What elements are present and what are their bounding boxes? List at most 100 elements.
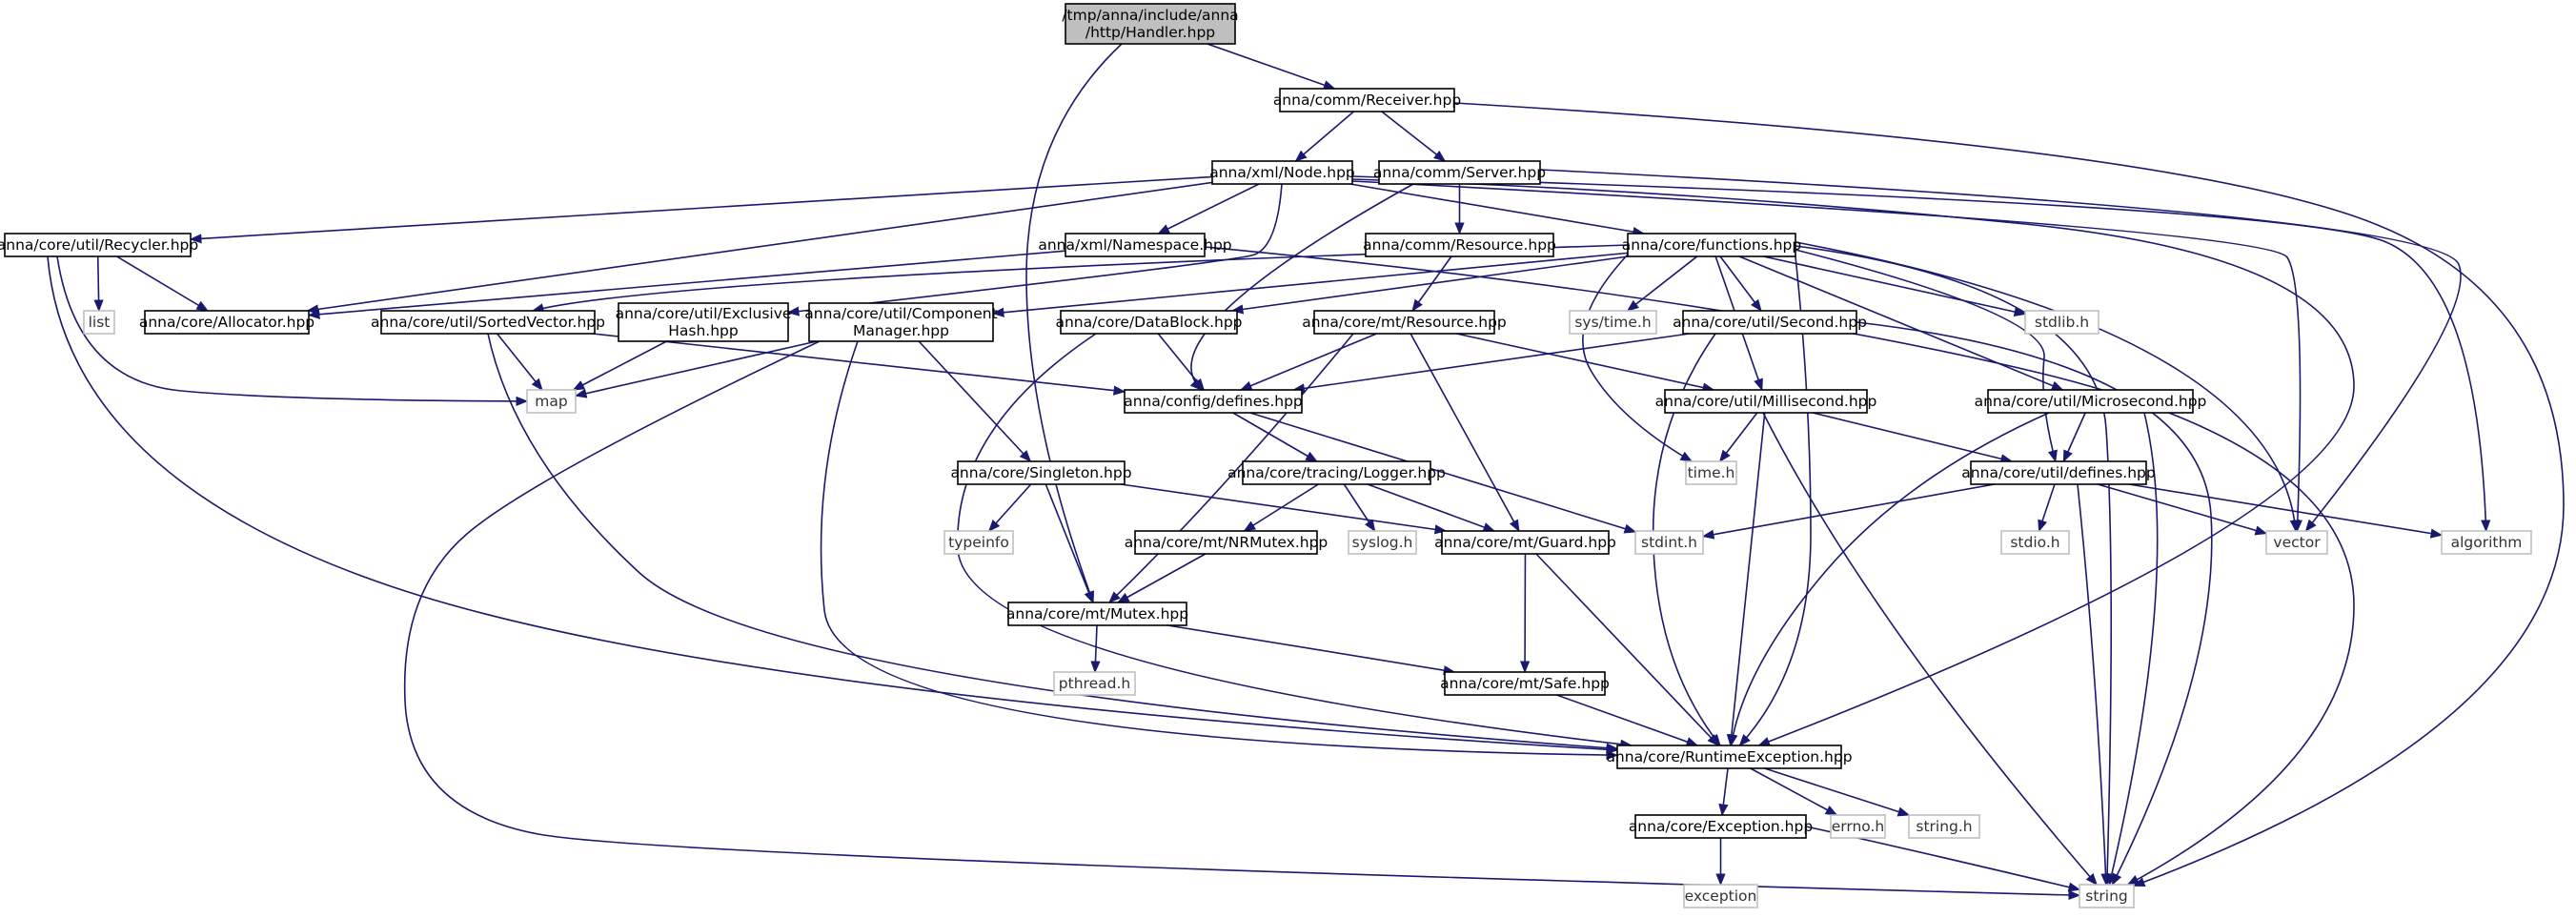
node-allocator[interactable]: anna/core/Allocator.hpp <box>139 310 314 335</box>
edge-utildefines-to-stdint <box>1701 483 1995 540</box>
node-label: anna/comm/Resource.hpp <box>1363 236 1556 254</box>
node-timeh: time.h <box>1685 460 1737 485</box>
node-list: list <box>83 310 115 335</box>
node-box <box>1060 310 1238 335</box>
node-runtimeexception[interactable]: anna/core/RuntimeException.hpp <box>1606 745 1853 769</box>
edge-mtresource-to-millisecond <box>1456 333 1715 393</box>
edge-second-to-string <box>1856 321 2213 887</box>
node-label: anna/core/DataBlock.hpp <box>1055 314 1242 331</box>
node-configdefines[interactable]: anna/config/defines.hpp <box>1124 389 1303 414</box>
node-box <box>1634 814 1807 839</box>
edge-exclusivehash-to-map <box>572 340 667 391</box>
edge-sortedvector-to-map <box>496 333 543 391</box>
node-label: map <box>535 393 567 410</box>
node-singleton[interactable]: anna/core/Singleton.hpp <box>950 460 1132 485</box>
node-label: anna/xml/Namespace.hpp <box>1038 236 1231 254</box>
edge-functions-to-systime <box>1626 255 1698 312</box>
node-datablock[interactable]: anna/core/DataBlock.hpp <box>1055 310 1243 335</box>
node-label: vector <box>2273 534 2321 551</box>
node-utildefines[interactable]: anna/core/util/defines.hpp <box>1961 460 2156 485</box>
node-label: anna/core/mt/NRMutex.hpp <box>1125 534 1329 551</box>
edge-runtimeexception-to-errno <box>1750 767 1838 816</box>
node-label: stdlib.h <box>2035 314 2089 331</box>
edge-functions-to-componentmanager <box>991 252 1629 317</box>
node-string: string <box>2079 884 2135 908</box>
node-syslog: syslog.h <box>1348 530 1417 555</box>
node-label: /tmp/anna/include/anna <box>1062 7 1238 24</box>
node-guard[interactable]: anna/core/mt/Guard.hpp <box>1434 530 1616 555</box>
edge-configdefines-to-stdint <box>1249 412 1637 534</box>
node-label: anna/comm/Receiver.hpp <box>1273 92 1461 109</box>
edge-utildefines-to-algorithm <box>2128 483 2444 539</box>
node-nrmutex[interactable]: anna/core/mt/NRMutex.hpp <box>1125 530 1329 555</box>
node-microsecond[interactable]: anna/core/util/Microsecond.hpp <box>1975 389 2207 414</box>
node-box <box>1682 310 1857 335</box>
edge-millisecond-to-utildefines <box>1812 412 2014 464</box>
node-box <box>380 310 596 335</box>
node-label: string <box>2085 887 2128 905</box>
edge-handler-to-receiver <box>1207 43 1336 91</box>
node-pthread: pthread.h <box>1053 671 1136 696</box>
edge-microsecond-to-runtimeexception <box>1728 412 2050 747</box>
node-label: sys/time.h <box>1574 314 1651 331</box>
edge-runtimeexception-to-stringh <box>1764 767 1911 817</box>
edge-handler-to-mutex <box>1025 43 1123 604</box>
edge-functions-to-vector <box>1795 241 2300 533</box>
node-label: anna/xml/Node.hpp <box>1209 164 1355 181</box>
node-sortedvector[interactable]: anna/core/util/SortedVector.hpp <box>371 310 605 335</box>
node-mutex[interactable]: anna/core/mt/Mutex.hpp <box>1006 602 1188 626</box>
node-label: anna/core/functions.hpp <box>1622 236 1801 254</box>
node-box <box>1313 310 1495 335</box>
node-box <box>1987 389 2194 414</box>
node-label: time.h <box>1688 464 1735 481</box>
node-exception[interactable]: anna/core/Exception.hpp <box>1629 814 1813 839</box>
node-vector: vector <box>2265 530 2328 555</box>
node-server[interactable]: anna/comm/Server.hpp <box>1373 160 1546 185</box>
edge-xmlnode-to-functions <box>1349 183 1646 237</box>
edge-functions-to-datablock <box>1230 255 1629 315</box>
node-box <box>1065 233 1206 257</box>
edge-functions-to-stdlib <box>1763 255 2027 317</box>
node-safe[interactable]: anna/core/mt/Safe.hpp <box>1440 671 1610 696</box>
node-box <box>1569 310 1657 335</box>
node-box <box>2441 530 2532 555</box>
node-label: exception <box>1685 887 1757 905</box>
edge-utildefines-to-string <box>2077 483 2111 887</box>
node-box <box>1970 460 2147 485</box>
edge-second-to-configdefines <box>1292 333 1690 394</box>
node-millisecond[interactable]: anna/core/util/Millisecond.hpp <box>1655 389 1877 414</box>
edge-functions-to-sortedvector <box>531 244 1629 314</box>
node-stdlib: stdlib.h <box>2024 310 2099 335</box>
node-recycler[interactable]: anna/core/util/Recycler.hpp <box>0 233 198 257</box>
edge-utildefines-to-stdio <box>2038 483 2056 533</box>
node-handler[interactable]: /tmp/anna/include/anna/http/Handler.hpp <box>1062 3 1239 45</box>
node-label: anna/core/util/Component <box>804 305 997 322</box>
edge-microsecond-to-string <box>2106 412 2159 887</box>
node-label: anna/core/util/Millisecond.hpp <box>1655 393 1877 410</box>
edge-millisecond-to-string <box>1762 412 2098 886</box>
node-mtresource[interactable]: anna/core/mt/Resource.hpp <box>1302 310 1507 335</box>
node-receiver[interactable]: anna/comm/Receiver.hpp <box>1273 88 1461 112</box>
node-functions[interactable]: anna/core/functions.hpp <box>1622 233 1801 257</box>
edge-functions-to-runtimeexception <box>1738 255 1812 746</box>
node-label: anna/core/util/Microsecond.hpp <box>1975 393 2207 410</box>
node-logger[interactable]: anna/core/tracing/Logger.hpp <box>1227 460 1446 485</box>
edge-sortedvector-to-runtimeexception <box>487 333 1619 753</box>
node-xmlnode[interactable]: anna/xml/Node.hpp <box>1209 160 1355 185</box>
edge-componentmanager-to-singleton <box>918 340 1032 462</box>
node-second[interactable]: anna/core/util/Second.hpp <box>1673 310 1867 335</box>
node-box <box>1124 389 1303 414</box>
node-box <box>1065 3 1236 45</box>
node-label: anna/core/Exception.hpp <box>1629 818 1813 835</box>
node-commresource[interactable]: anna/comm/Resource.hpp <box>1363 233 1556 257</box>
edge-componentmanager-to-runtimeexception <box>820 340 1619 761</box>
node-label: Manager.hpp <box>853 322 949 339</box>
node-box <box>144 310 310 335</box>
node-algorithm: algorithm <box>2441 530 2532 555</box>
node-label: anna/core/util/defines.hpp <box>1961 464 2155 481</box>
nodes-layer: /tmp/anna/include/anna/http/Handler.hpp a… <box>0 3 2532 908</box>
node-box <box>1134 530 1318 555</box>
node-namespace[interactable]: anna/xml/Namespace.hpp <box>1038 233 1232 257</box>
